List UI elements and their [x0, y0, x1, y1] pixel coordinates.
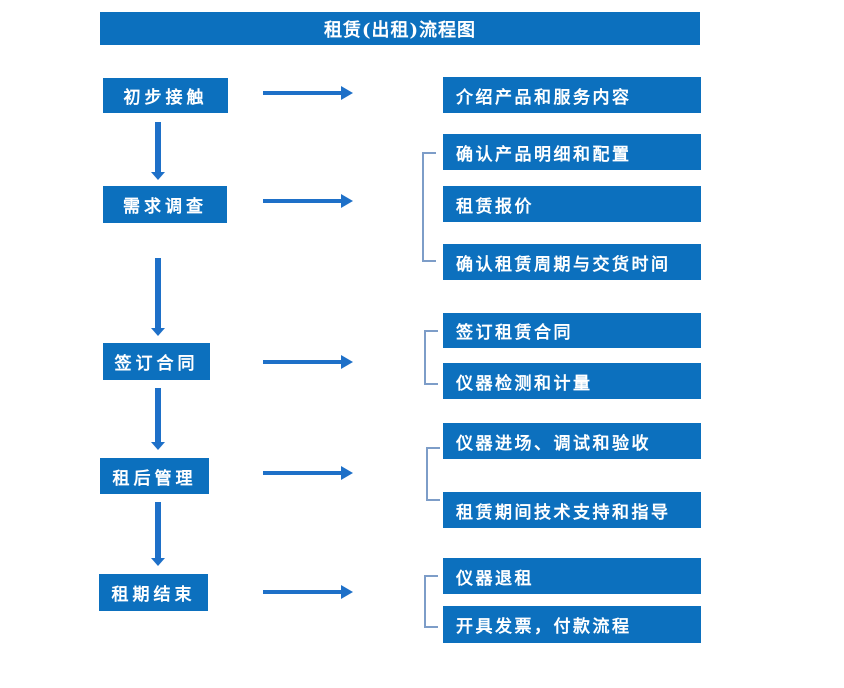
down-arrow-icon — [151, 502, 165, 566]
page-title: 租赁(出租)流程图 — [100, 12, 700, 45]
detail-box-sign-rental-contract: 签订租赁合同 — [443, 313, 701, 348]
group-bracket — [424, 575, 438, 628]
down-arrow-icon — [151, 122, 165, 180]
detail-box-confirm-rental-period-delivery: 确认租赁周期与交货时间 — [443, 244, 701, 280]
step-box-rental-end: 租期结束 — [99, 574, 208, 611]
group-bracket — [426, 447, 440, 501]
detail-box-invoice-payment: 开具发票，付款流程 — [443, 606, 701, 643]
detail-box-instrument-testing-metering: 仪器检测和计量 — [443, 363, 701, 399]
step-box-initial-contact: 初步接触 — [103, 78, 228, 113]
down-arrow-icon — [151, 258, 165, 336]
step-box-post-rental-management: 租后管理 — [100, 458, 209, 494]
right-arrow-icon — [263, 466, 353, 480]
detail-box-instrument-return: 仪器退租 — [443, 558, 701, 594]
step-box-sign-contract: 签订合同 — [103, 343, 210, 380]
detail-box-rental-quotation: 租赁报价 — [443, 186, 701, 222]
group-bracket — [422, 152, 436, 262]
right-arrow-icon — [263, 585, 353, 599]
right-arrow-icon — [263, 86, 353, 100]
detail-box-technical-support-guidance: 租赁期间技术支持和指导 — [443, 492, 701, 528]
detail-box-introduce-products-services: 介绍产品和服务内容 — [443, 77, 701, 113]
detail-box-instrument-entry-commissioning: 仪器进场、调试和验收 — [443, 423, 701, 459]
group-bracket — [424, 330, 438, 385]
step-box-demand-survey: 需求调查 — [103, 186, 227, 223]
down-arrow-icon — [151, 388, 165, 450]
right-arrow-icon — [263, 355, 353, 369]
detail-box-confirm-product-details: 确认产品明细和配置 — [443, 134, 701, 170]
right-arrow-icon — [263, 194, 353, 208]
